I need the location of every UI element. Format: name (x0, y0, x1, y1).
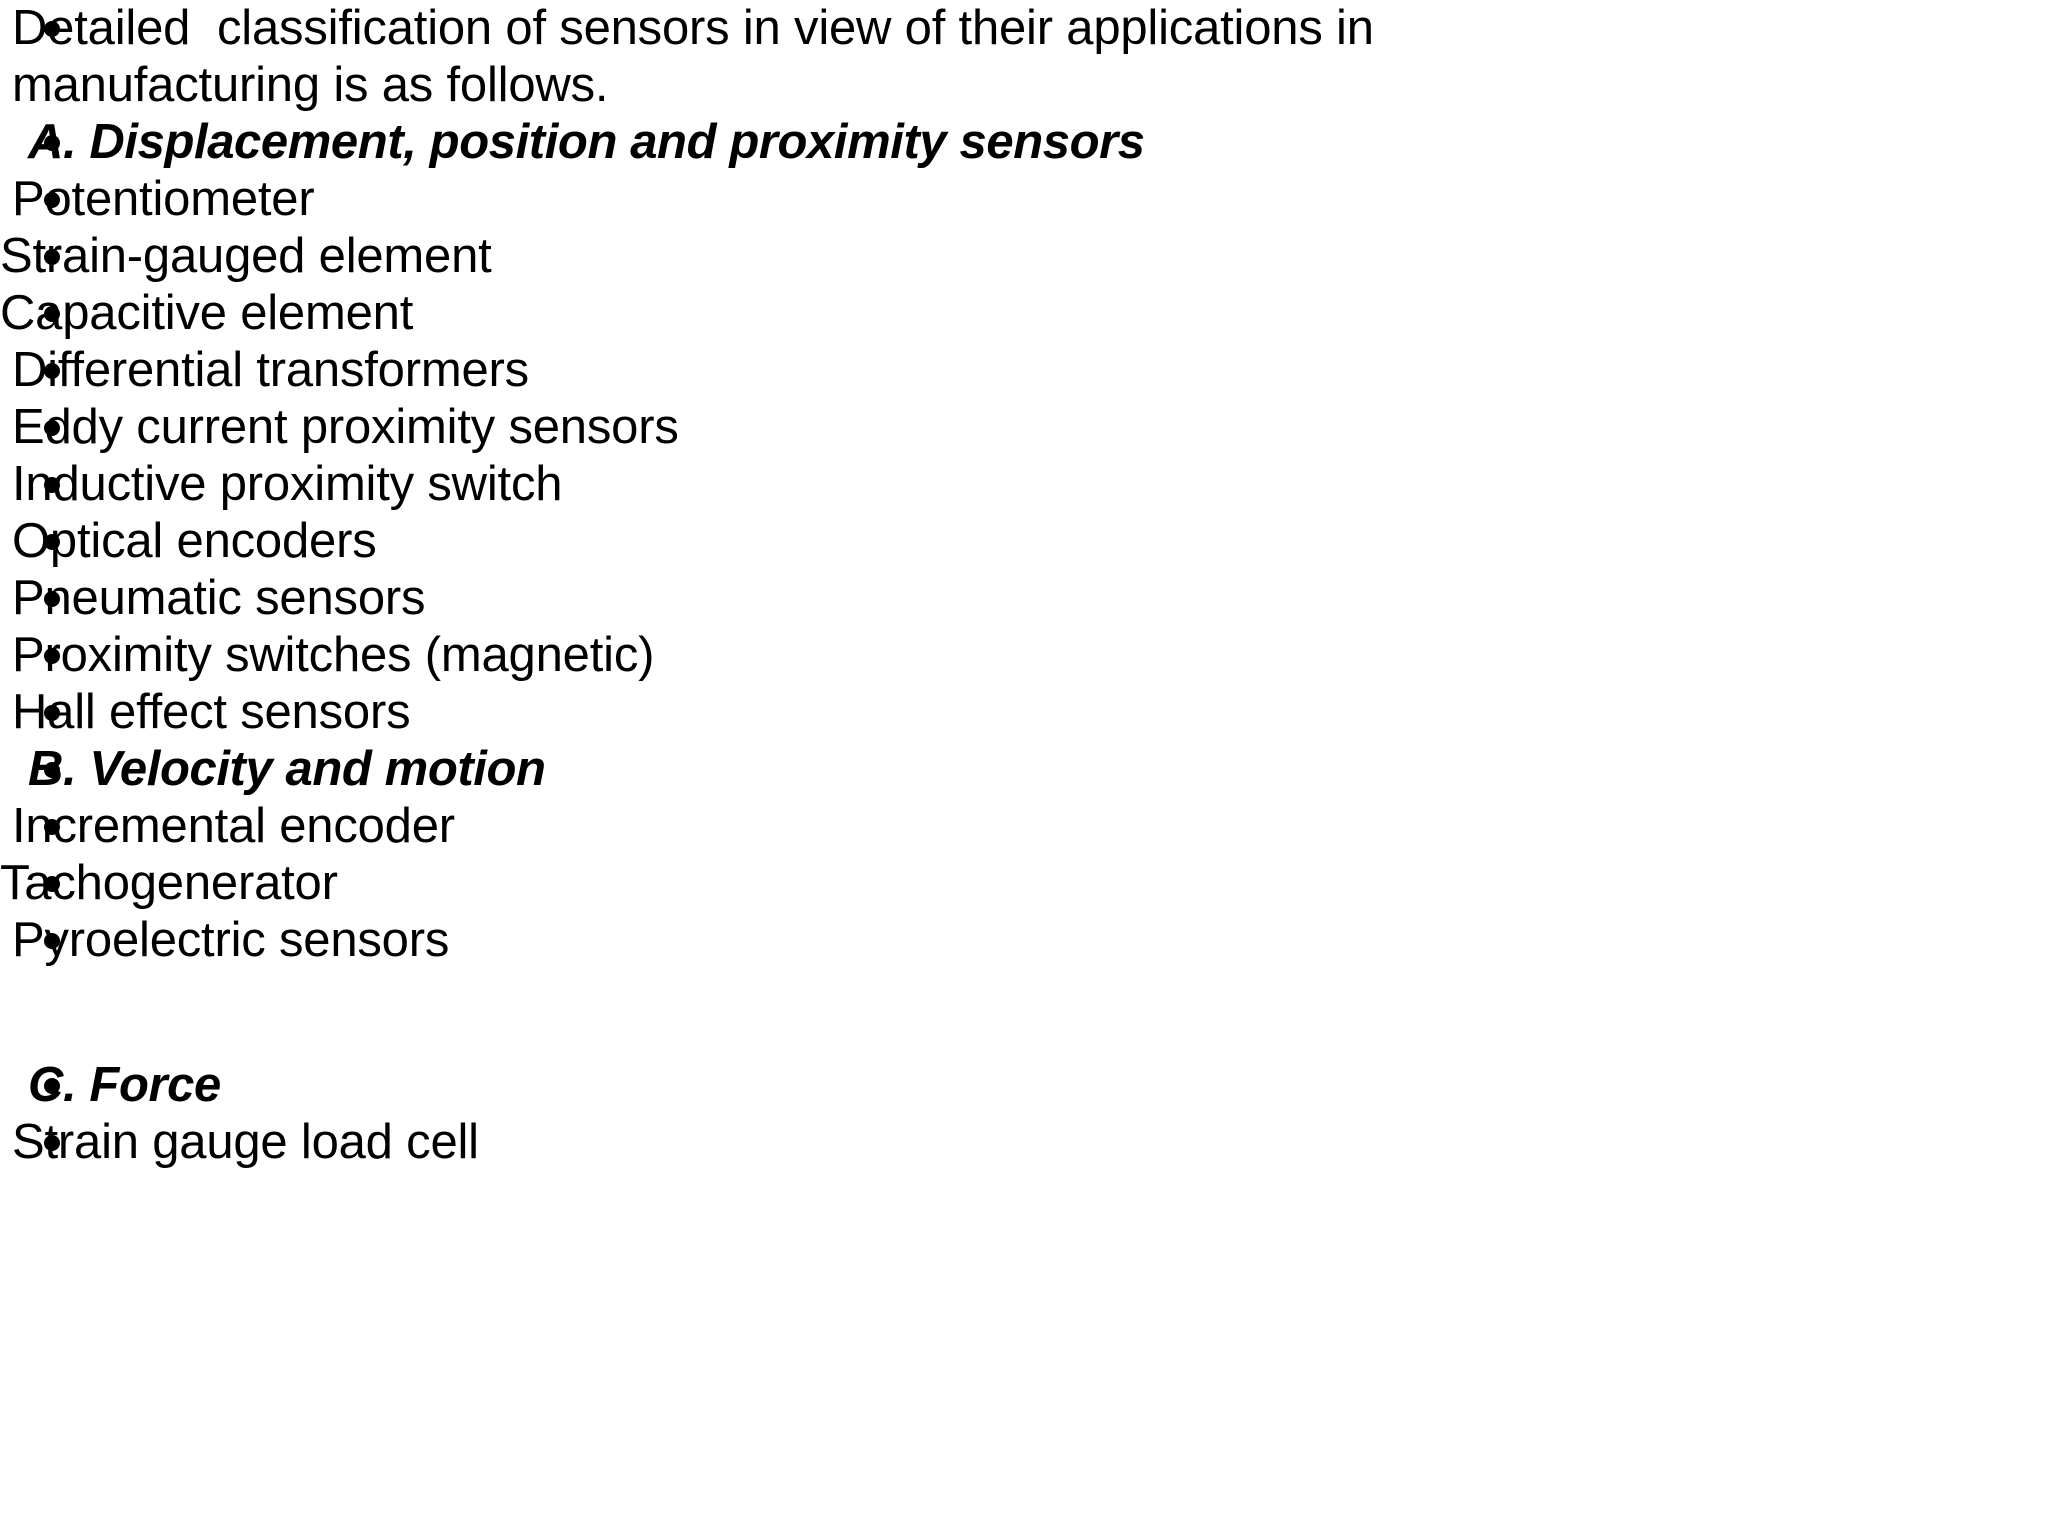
list-item[interactable]: Optical encoders (0, 513, 2048, 570)
list-item[interactable]: Potentiometer (0, 171, 2048, 228)
list-item-label: Strain-gauged element (0, 229, 492, 283)
bullet-dot-icon (44, 876, 60, 892)
list-item[interactable]: Tachogenerator (0, 855, 2048, 912)
list-item[interactable]: Hall effect sensors (0, 684, 2048, 741)
bullet-dot-icon (44, 192, 60, 208)
bullet-dot-icon (44, 534, 60, 550)
list-item[interactable]: Detailed classification of sensors in vi… (0, 0, 2048, 114)
section-heading: C. Force (28, 1058, 221, 1112)
list-item[interactable]: Capacitive element (0, 285, 2048, 342)
bullet-dot-icon (44, 477, 60, 493)
list-item-label: Detailed classification of sensors in vi… (12, 1, 1388, 112)
bullet-dot-icon (44, 1078, 60, 1094)
list-item-label: Capacitive element (0, 286, 414, 340)
bullet-dot-icon (44, 819, 60, 835)
section-heading: A. Displacement, position and proximity … (28, 115, 1145, 169)
list-item-label: Hall effect sensors (12, 685, 411, 739)
list-item-label: Optical encoders (12, 514, 377, 568)
bullet-dot-icon (44, 762, 60, 778)
bullet-dot-icon (44, 135, 60, 151)
list-item-label: Inductive proximity switch (12, 457, 563, 511)
bullet-dot-icon (44, 933, 60, 949)
bullet-dot-icon (44, 1135, 60, 1151)
list-item-label: Pneumatic sensors (12, 571, 426, 625)
section-heading: B. Velocity and motion (28, 742, 546, 796)
sensor-classification-list: Detailed classification of sensors in vi… (0, 0, 2048, 1171)
list-item-label: Differential transformers (12, 343, 529, 397)
list-item-label: Potentiometer (12, 172, 315, 226)
list-item-label: Pyroelectric sensors (12, 913, 450, 967)
bullet-dot-icon (44, 21, 60, 37)
list-item[interactable]: Differential transformers (0, 342, 2048, 399)
list-item[interactable]: Inductive proximity switch (0, 456, 2048, 513)
list-item[interactable]: Proximity switches (magnetic) (0, 627, 2048, 684)
list-item-label: Strain gauge load cell (12, 1115, 479, 1169)
list-item[interactable]: A. Displacement, position and proximity … (0, 114, 2048, 171)
list-item[interactable]: Eddy current proximity sensors (0, 399, 2048, 456)
list-item-label: Tachogenerator (0, 856, 338, 910)
list-item[interactable]: Pyroelectric sensors (0, 912, 2048, 969)
list-spacer (0, 969, 2048, 1057)
bullet-dot-icon (44, 420, 60, 436)
list-item[interactable]: B. Velocity and motion (0, 741, 2048, 798)
list-item[interactable]: C. Force (0, 1057, 2048, 1114)
list-item-label: Incremental encoder (12, 799, 455, 853)
bullet-dot-icon (44, 363, 60, 379)
list-item[interactable]: Strain gauge load cell (0, 1114, 2048, 1171)
bullet-dot-icon (44, 249, 60, 265)
list-item[interactable]: Incremental encoder (0, 798, 2048, 855)
bullet-dot-icon (44, 306, 60, 322)
list-item-label: Proximity switches (magnetic) (12, 628, 655, 682)
list-item[interactable]: Strain-gauged element (0, 228, 2048, 285)
bullet-dot-icon (44, 705, 60, 721)
list-item-label: Eddy current proximity sensors (12, 400, 679, 454)
bullet-dot-icon (44, 648, 60, 664)
list-item[interactable]: Pneumatic sensors (0, 570, 2048, 627)
bullet-dot-icon (44, 591, 60, 607)
